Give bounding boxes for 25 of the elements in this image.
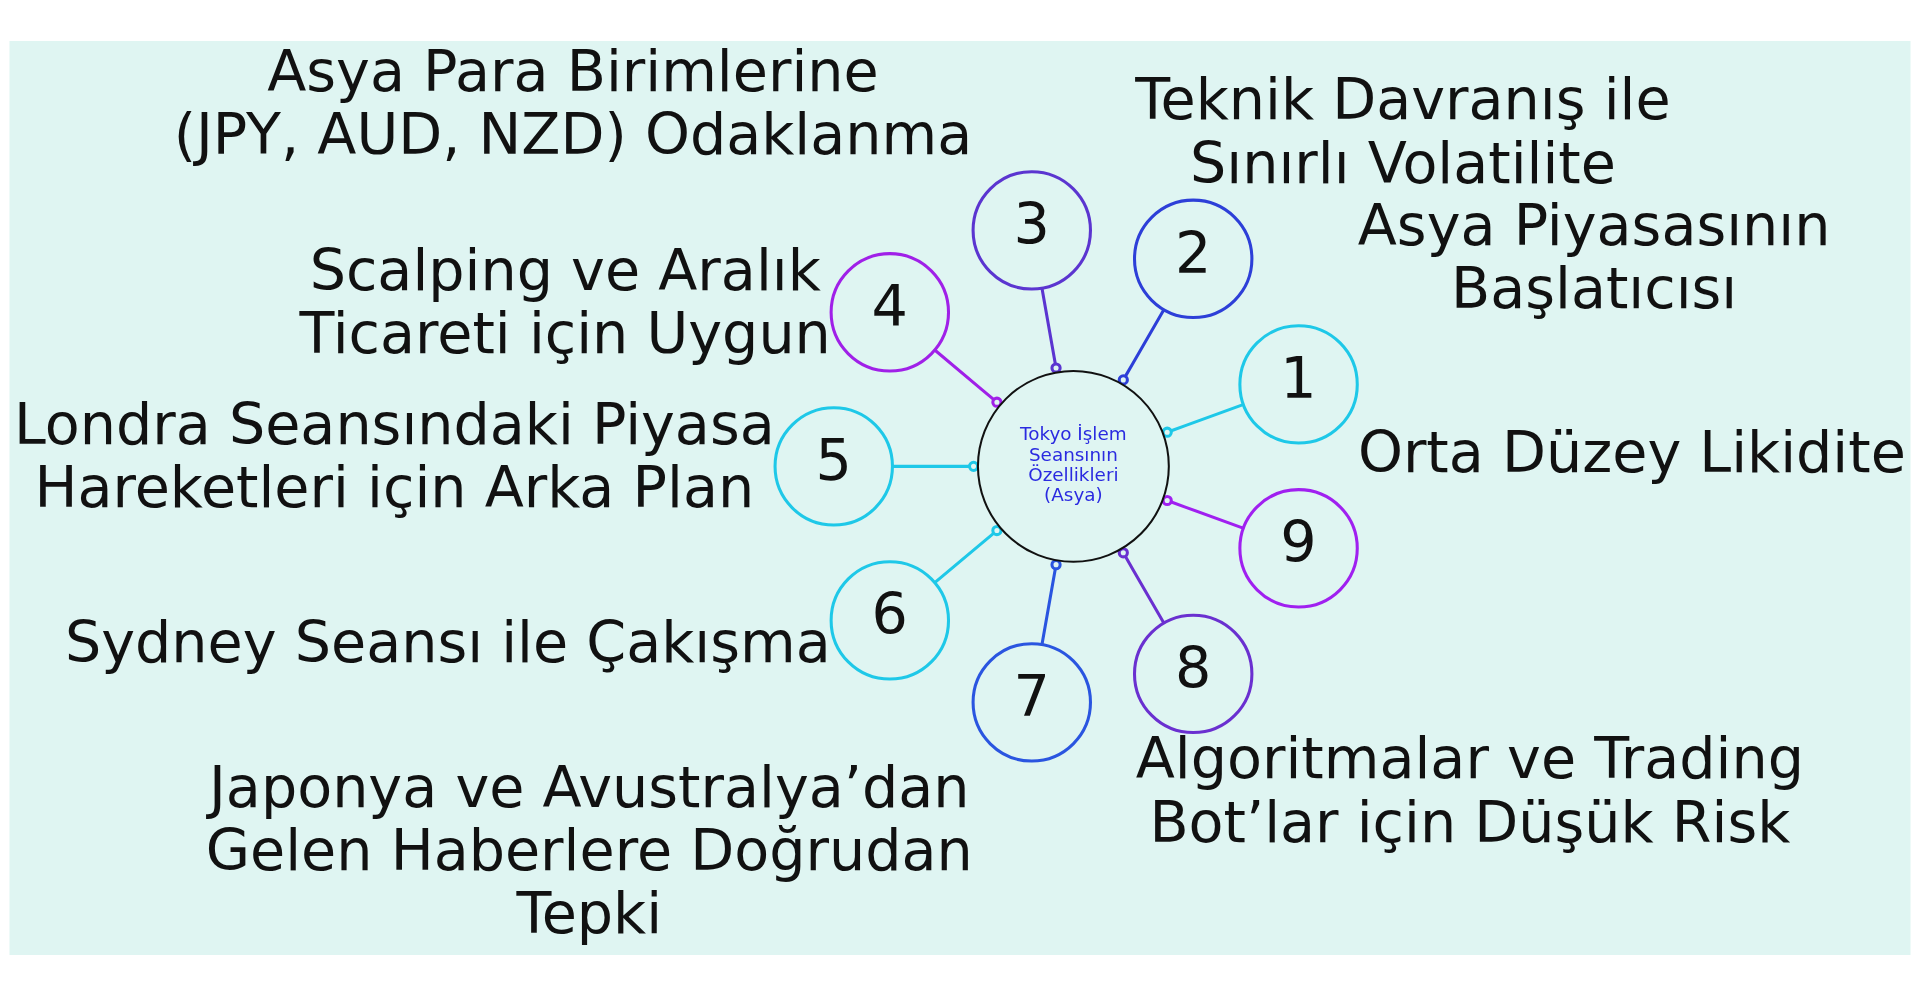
node-label: Japonya ve Avustralya’dan Gelen Haberlere Doğrudan Tepki	[205, 753, 973, 947]
node-label: Sydney Seansı ile Çakışma	[64, 608, 831, 675]
node-circle: 4	[829, 252, 950, 373]
connector	[1161, 494, 1244, 530]
connector	[892, 460, 979, 472]
connector	[933, 524, 1003, 584]
node-label: Asya Para Birimlerine (JPY, AUD, NZD) Odaklanma	[173, 37, 972, 168]
connector	[1040, 559, 1062, 645]
connector	[933, 349, 1003, 408]
node-label: Scalping ve Aralık Ticareti için Uygun	[299, 237, 831, 367]
node-circle: 7	[971, 642, 1092, 763]
node-label: Londra Seansındaki Piyasa Hareketleri için Arka Plan	[13, 391, 775, 521]
connector	[1117, 309, 1165, 386]
node-circle: 8	[1132, 613, 1253, 735]
connector	[1040, 288, 1062, 374]
node-circle: 6	[829, 560, 950, 681]
connector	[1161, 403, 1244, 438]
connector	[1117, 547, 1165, 624]
node-circle: 5	[773, 406, 894, 527]
node-label: Orta Düzey Likidite	[1357, 419, 1906, 486]
node-circle: 9	[1237, 488, 1359, 609]
node-circle: 1	[1237, 324, 1359, 445]
node-circle: 2	[1132, 198, 1253, 320]
node-circle: 3	[971, 170, 1092, 291]
node-circle: Tokyo İşlem Seansının Özellikleri (Asya)	[976, 369, 1170, 563]
